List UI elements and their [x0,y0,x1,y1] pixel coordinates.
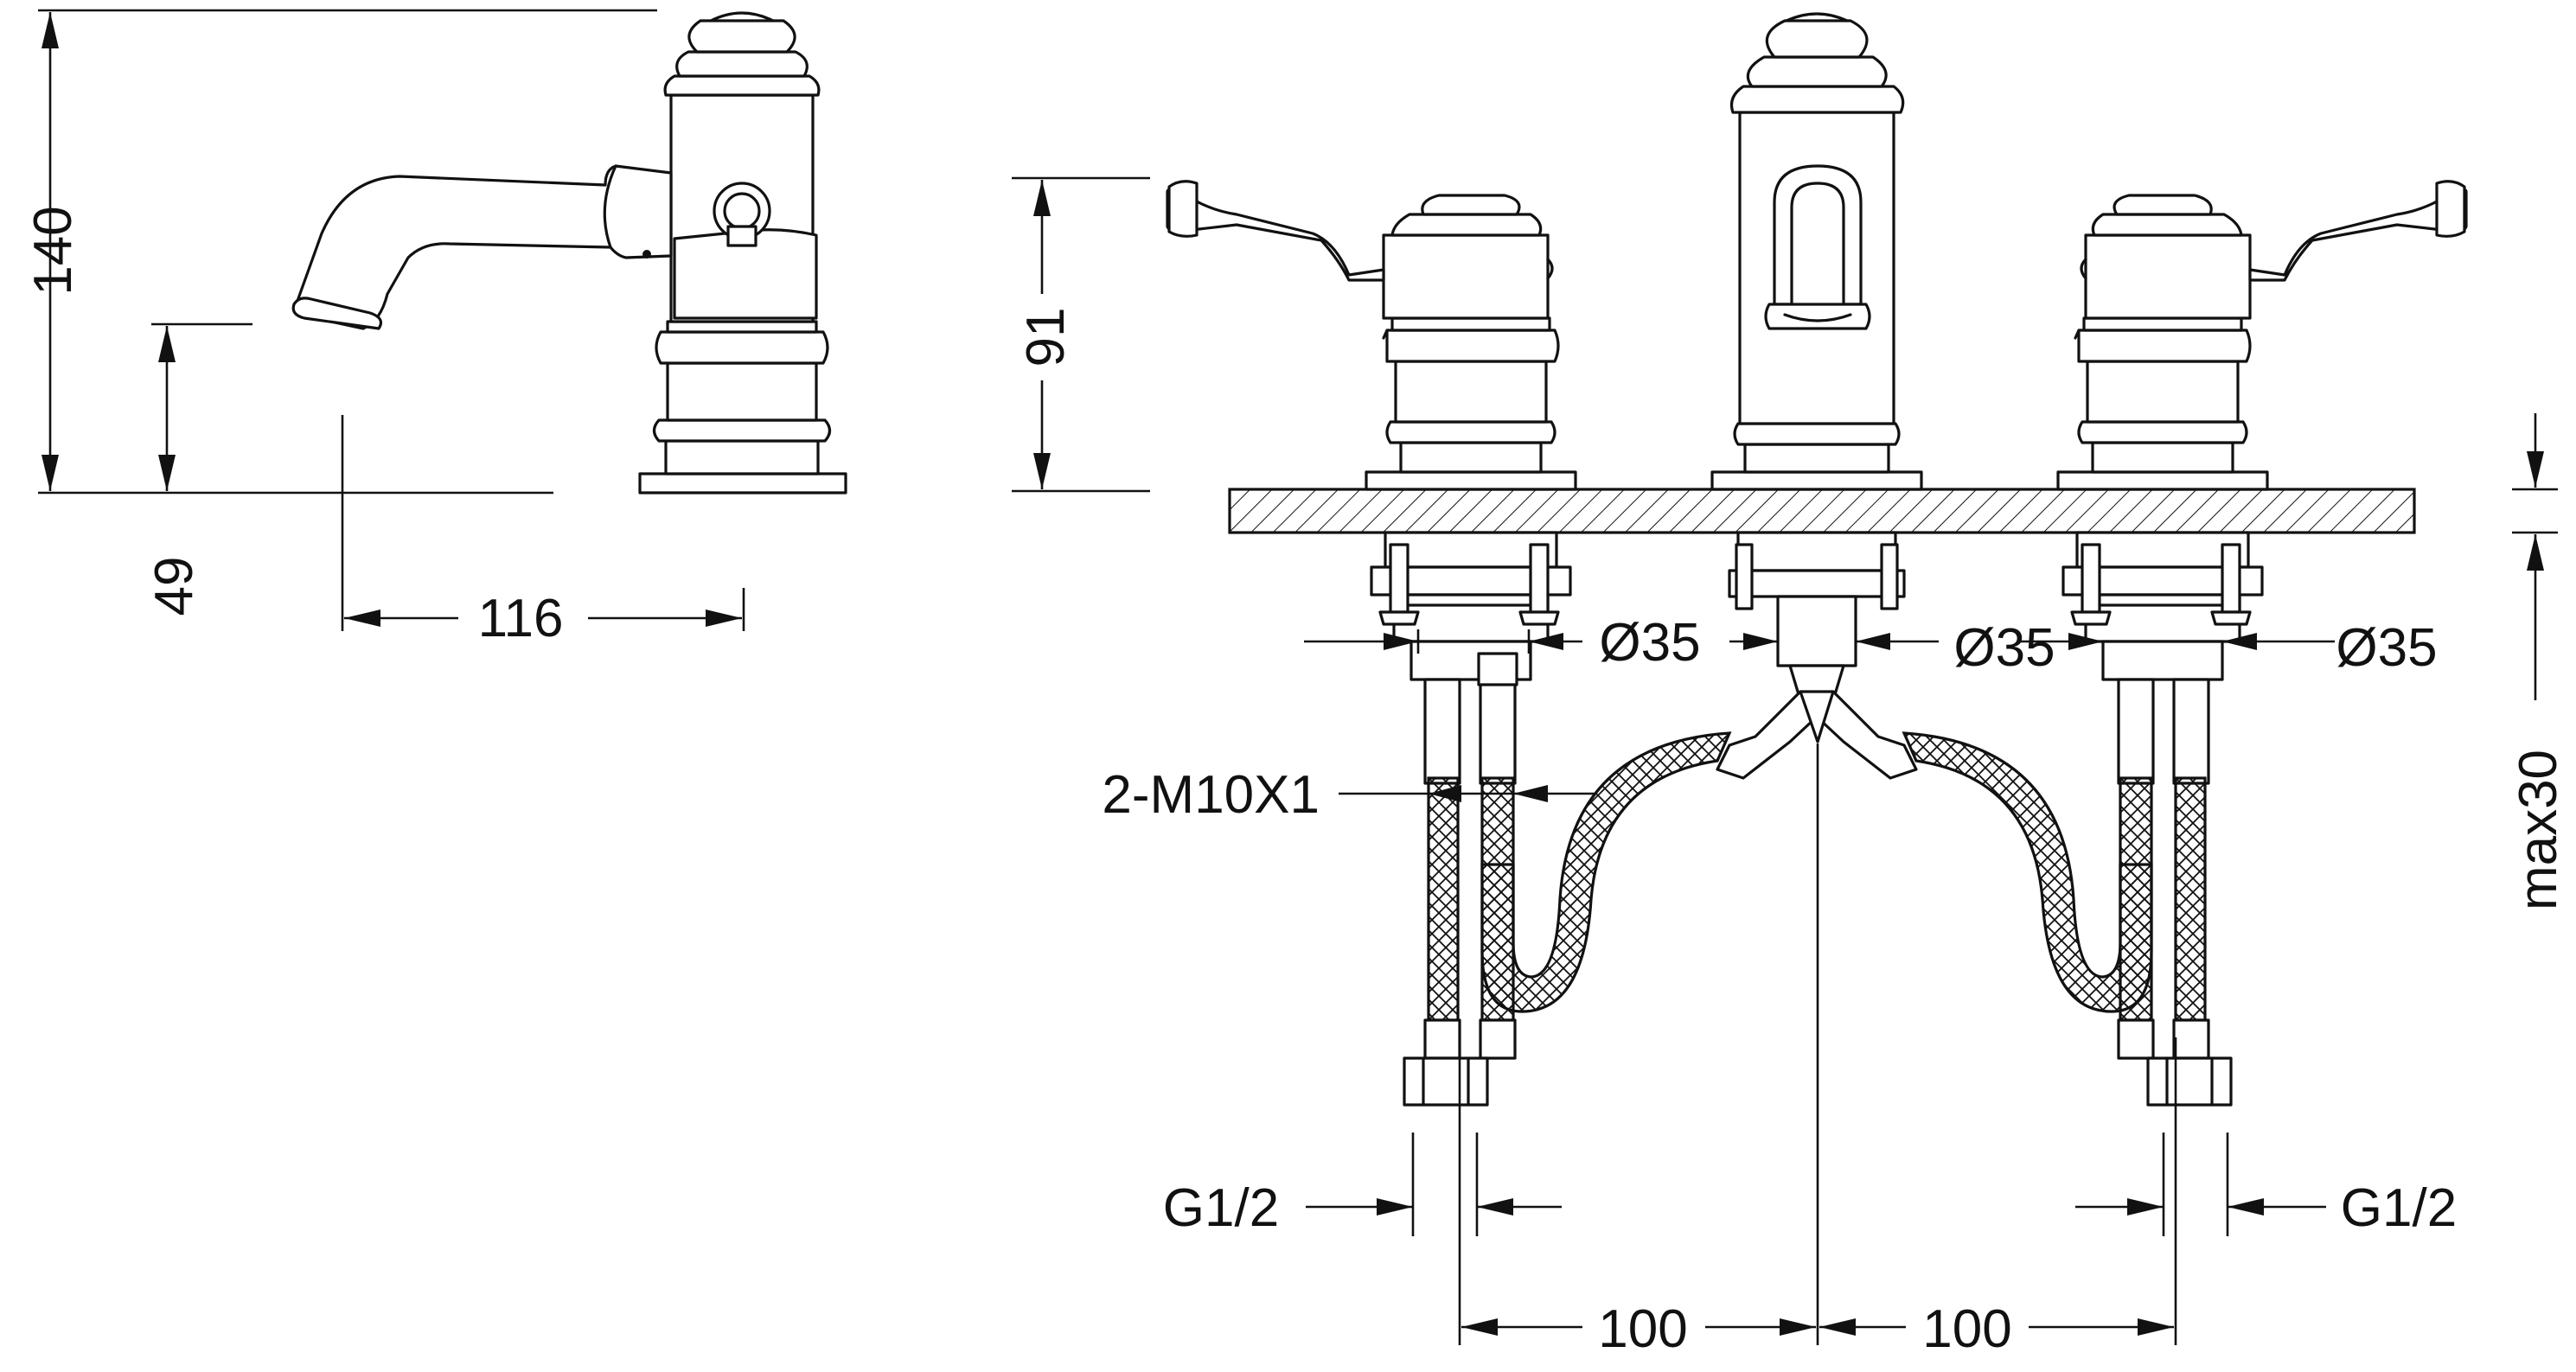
side-view [38,9,847,631]
dim-hole-right: Ø35 [2336,618,2437,678]
dim-hole-left: Ø35 [1599,613,1700,673]
dim-inlet-left: G1/2 [1163,1178,1279,1238]
dim-spacing-right: 100 [1922,1299,2011,1359]
dim-handle-height: 91 [1016,308,1076,367]
front-view [1012,12,2558,1345]
dim-spacing-left: 100 [1598,1299,1687,1359]
dim-deck-thickness: max30 [2509,750,2568,910]
dimension-labels: 140 49 116 91 max30 Ø35 Ø35 Ø35 2-M10X1 … [23,206,2568,1359]
dim-hole-center: Ø35 [1953,618,2055,678]
right-under-deck [2061,531,2264,1107]
dim-inlet-right: G1/2 [2341,1178,2457,1238]
deck-section [1228,488,2416,534]
dim-spout-reach: 116 [478,589,564,648]
dim-spout-height: 49 [144,557,204,616]
right-handle-valve [2056,180,2468,491]
center-spout [1710,12,1923,491]
faucet-side-body [291,11,847,495]
left-handle-valve [1166,180,1577,491]
center-under-deck [1716,531,1918,780]
left-braided-hose [1480,731,1732,1013]
left-under-deck [1370,531,1572,1107]
right-braided-hose [1902,731,2153,1013]
dim-overall-height: 140 [23,206,83,295]
dim-connector-thread: 2-M10X1 [1102,765,1320,825]
